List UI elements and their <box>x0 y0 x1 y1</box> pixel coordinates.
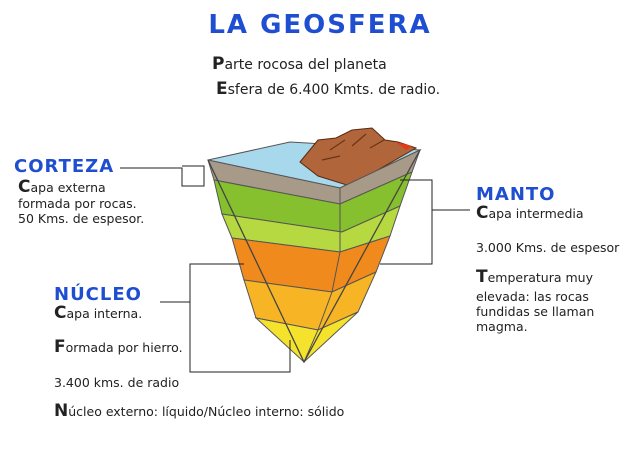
manto-line-6: magma. <box>476 319 528 334</box>
page-title: LA GEOSFERA <box>0 10 640 40</box>
nucleo-line-3: 3.400 kms. de radio <box>54 375 179 390</box>
subtitle-line-1: Parte rocosa del planeta <box>212 54 387 74</box>
manto-title: MANTO <box>476 184 556 205</box>
subtitle-line-2: Esfera de 6.400 Kmts. de radio. <box>216 79 440 99</box>
corteza-title: CORTEZA <box>14 156 114 177</box>
manto-line-3: Temperatura muy <box>476 270 593 285</box>
manto-line-1: Capa intermedia <box>476 206 584 221</box>
manto-line-5: fundidas se llaman <box>476 304 594 319</box>
nucleo-line-1: Capa interna. <box>54 306 142 321</box>
corteza-line-1: Capa externa <box>18 180 106 195</box>
manto-line-4: elevada: las rocas <box>476 289 589 304</box>
corteza-bracket <box>120 166 204 186</box>
manto-line-2: 3.000 Kms. de espesor <box>476 240 619 255</box>
corteza-line-2: formada por rocas. <box>18 196 137 211</box>
nucleo-line-4: Núcleo externo: líquido/Núcleo interno: … <box>54 404 344 419</box>
nucleo-title: NÚCLEO <box>54 284 142 305</box>
nucleo-line-2: Formada por hierro. <box>54 340 183 355</box>
corteza-line-3: 50 Kms. de espesor. <box>18 211 144 226</box>
